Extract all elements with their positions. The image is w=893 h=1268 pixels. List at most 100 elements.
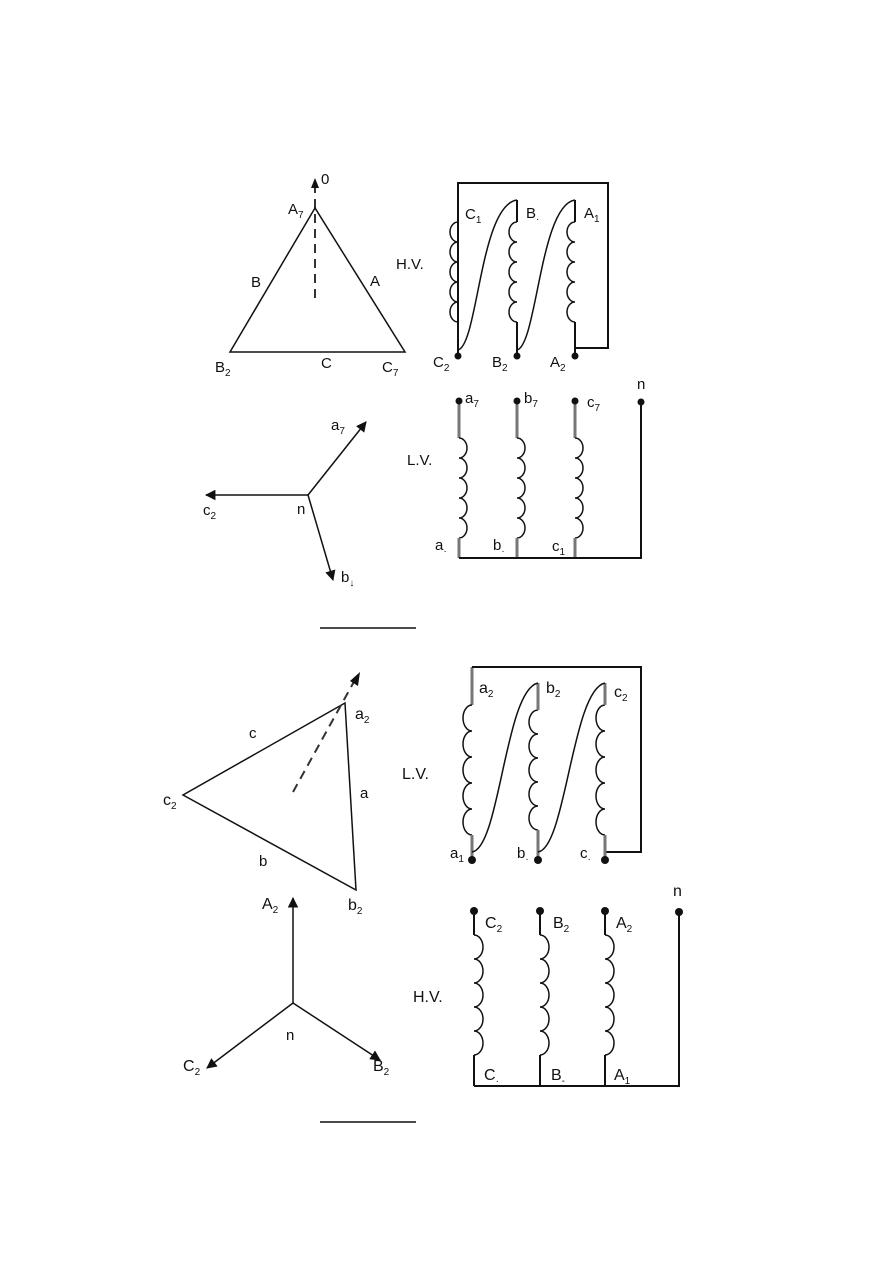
- lv-terminal-n: [637, 398, 645, 406]
- lv-cross-b-c: [537, 682, 606, 853]
- hv-terminal-a2-bottom: [601, 907, 609, 915]
- hv-coil-c: [449, 221, 459, 323]
- hv-term-c1: C1: [465, 206, 482, 226]
- lv-terminal-c: [571, 397, 579, 405]
- hv-label: H.V.: [396, 256, 424, 273]
- phasor-a: [307, 421, 367, 496]
- hv-term-a2-bottom: A2: [616, 915, 633, 935]
- hv-coil-b-bottom: [539, 934, 550, 1056]
- lv-term-b-bottom: b·: [493, 537, 505, 557]
- hv-cross-c-b: [457, 199, 518, 351]
- lv-coil-a: [458, 437, 468, 539]
- phasor-c-label: c2: [203, 502, 217, 522]
- bottom-lv-winding: L.V. a2 b2 c2 a1 b· c·: [402, 666, 642, 865]
- lv-label-bottom: L.V.: [402, 766, 429, 783]
- lv-terminal-b1: [534, 856, 542, 864]
- phasor-B-label: B2: [373, 1058, 390, 1078]
- lv-terminal-a1: [468, 856, 476, 864]
- hv-terminal-c2: [454, 352, 462, 360]
- hv-label-bottom: H.V.: [413, 989, 443, 1006]
- hv-term-n-bottom: n: [673, 883, 682, 900]
- vertex-b2-label: b2: [348, 897, 363, 917]
- hv-delta-triangle: [228, 206, 407, 353]
- bottom-hv-star-phasor: A2 C2 B2 n: [183, 896, 390, 1078]
- lv-term-a-bottom: a·: [435, 537, 447, 557]
- vertex-c2-label: c2: [163, 792, 177, 812]
- side-c-label: c: [249, 725, 257, 742]
- hv-term-c2: C2: [433, 354, 450, 374]
- phasor-C: [206, 1002, 294, 1069]
- lv-term-a7: a7: [465, 390, 479, 410]
- hv-terminal-b2: [513, 352, 521, 360]
- lv-term-a2: a2: [479, 680, 494, 700]
- hv-coil-a-bottom: [604, 934, 615, 1056]
- vertex-a2-label: a2: [355, 706, 370, 726]
- top-lv-winding: L.V. a7 b7 c7 n a· b· c1: [407, 376, 645, 559]
- lv-delta-return-wire: [472, 666, 642, 853]
- hv-neutral-bus: [474, 912, 680, 1087]
- lv-term-c7: c7: [587, 394, 601, 414]
- hv-term-b1: B·: [526, 205, 539, 225]
- lv-delta-triangle: [181, 701, 357, 892]
- bottom-lv-delta-phasor: a2 c2 b2 c a b: [163, 672, 370, 917]
- hv-term-c2-bottom: C2: [485, 915, 503, 935]
- lv-terminal-c1: [601, 856, 609, 864]
- lv-term-a1: a1: [450, 845, 464, 865]
- neutral-label-bottom: n: [286, 1027, 294, 1044]
- neutral-label: n: [297, 501, 305, 518]
- hv-coil-c-bottom: [473, 934, 484, 1056]
- lv-term-n: n: [637, 376, 645, 393]
- lv-term-c1-bottom: c·: [580, 845, 591, 865]
- lv-term-c1: c1: [552, 538, 566, 558]
- top-hv-delta-phasor: 0 A7 B2 C7 B A C: [215, 171, 407, 379]
- hv-terminal-c2-bottom: [470, 907, 478, 915]
- bottom-hv-winding: H.V. C2 B2 A2 n C· B- A1: [413, 883, 683, 1087]
- lv-label: L.V.: [407, 452, 432, 469]
- hv-term-a2: A2: [550, 354, 566, 374]
- hv-cross-b-a: [516, 199, 576, 351]
- side-left-label: B: [251, 274, 261, 291]
- lv-coil-b-bottom: [528, 709, 539, 831]
- vertex-left-label: B2: [215, 359, 231, 379]
- reference-axis-bottom: [292, 677, 357, 793]
- phasor-b: [307, 494, 336, 582]
- side-a-label: a: [360, 785, 369, 802]
- lv-coil-b: [516, 437, 526, 539]
- lv-term-b2: b2: [546, 680, 561, 700]
- hv-coil-a: [566, 221, 576, 323]
- hv-term-a1: A1: [584, 205, 600, 225]
- phasor-C-label: C2: [183, 1058, 201, 1078]
- hv-term-b1-bottom: B-: [551, 1067, 565, 1087]
- side-right-label: A: [370, 273, 380, 290]
- phasor-B: [292, 1002, 381, 1061]
- lv-terminal-b: [513, 397, 521, 405]
- vertex-right-label: C7: [382, 359, 399, 379]
- hv-terminal-b2-bottom: [536, 907, 544, 915]
- vertex-top-label: A7: [288, 201, 304, 221]
- phasor-A-label: A2: [262, 896, 279, 916]
- top-hv-winding: H.V. C1 B· A1 C2 B2 A2: [396, 182, 609, 374]
- phasor-a-label: a7: [331, 417, 345, 437]
- reference-arrowhead-bottom: [350, 672, 360, 686]
- hv-term-b2-bottom: B2: [553, 915, 570, 935]
- lv-coil-c: [574, 437, 584, 539]
- lv-coil-a-bottom: [462, 704, 473, 836]
- reference-arrowhead: [311, 178, 319, 188]
- top-lv-star-phasor: a7 c2 b↓ n: [203, 417, 367, 589]
- side-b-label: b: [259, 853, 267, 870]
- side-bottom-label: C: [321, 355, 332, 372]
- hv-term-c1-bottom: C·: [484, 1067, 499, 1087]
- hv-terminal-n-bottom: [675, 908, 683, 916]
- lv-neutral-bus: [459, 402, 642, 559]
- lv-term-b1: b·: [517, 845, 529, 865]
- lv-term-b7: b7: [524, 390, 538, 410]
- lv-coil-c-bottom: [595, 704, 606, 836]
- lv-cross-a-b: [471, 682, 539, 853]
- hv-return-wire: [457, 182, 609, 349]
- hv-terminal-a2: [571, 352, 579, 360]
- hv-term-b2: B2: [492, 354, 508, 374]
- lv-terminal-a: [455, 397, 463, 405]
- reference-label: 0: [321, 171, 329, 188]
